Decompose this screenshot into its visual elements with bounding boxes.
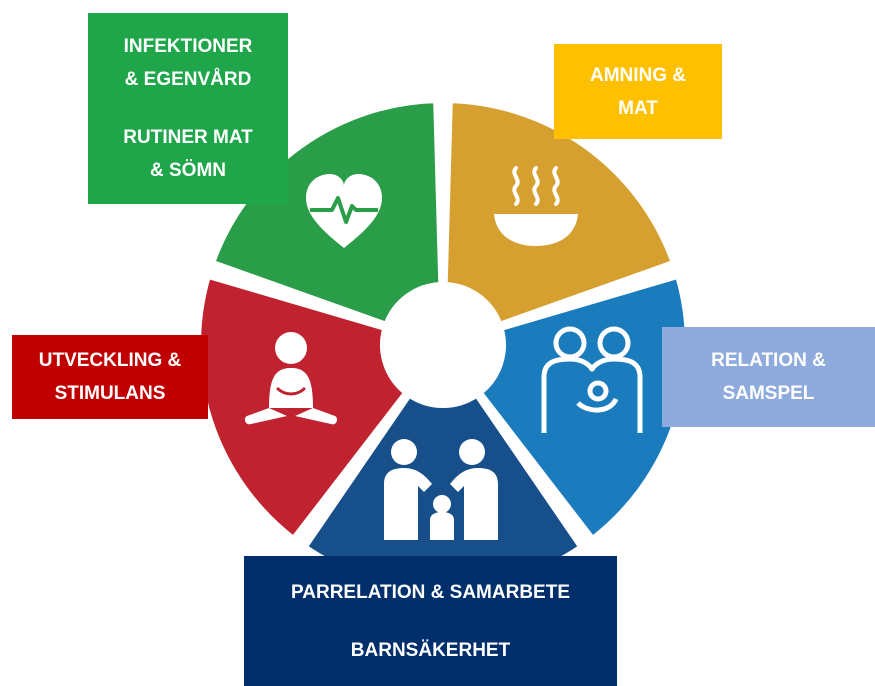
steaming-bowl-icon bbox=[494, 166, 578, 246]
wheel-segment-food bbox=[441, 97, 678, 329]
label-infections-routines: INFEKTIONER & EGENVÅRD RUTINER MAT & SÖM… bbox=[88, 13, 288, 204]
label-line: UTVECKLING & bbox=[38, 350, 182, 371]
label-line: INFEKTIONER bbox=[123, 36, 253, 57]
sitting-baby-icon bbox=[244, 332, 338, 425]
label-line: RUTINER MAT bbox=[123, 127, 253, 148]
label-line: BARNSÄKERHET bbox=[350, 639, 511, 661]
label-breastfeeding-food: AMNING & MAT bbox=[554, 44, 722, 139]
label-relation-interaction: RELATION & SAMSPEL bbox=[662, 327, 875, 427]
label-line: & SÖMN bbox=[150, 160, 226, 181]
wheel-segments bbox=[195, 97, 691, 593]
label-line: RELATION & bbox=[711, 350, 826, 371]
label-development-stimulation: UTVECKLING & STIMULANS bbox=[12, 335, 208, 419]
label-line: AMNING & bbox=[589, 64, 687, 86]
label-partnership-safety: PARRELATION & SAMARBETE BARNSÄKERHET bbox=[244, 556, 617, 686]
label-line: SAMSPEL bbox=[722, 383, 815, 404]
label-line: & EGENVÅRD bbox=[124, 69, 252, 90]
family-protecting-child-icon bbox=[384, 439, 498, 540]
parents-with-baby-icon bbox=[541, 326, 643, 433]
label-line: STIMULANS bbox=[54, 383, 166, 404]
label-line: PARRELATION & SAMARBETE bbox=[290, 581, 571, 603]
heart-pulse-icon bbox=[306, 174, 382, 248]
label-line: MAT bbox=[618, 97, 658, 119]
